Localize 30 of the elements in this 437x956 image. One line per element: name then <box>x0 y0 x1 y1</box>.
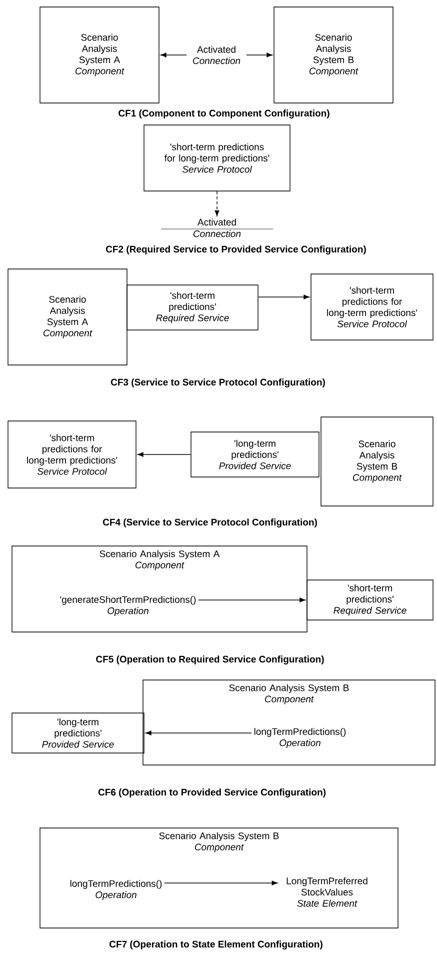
element-text: LongTermPreferred StockValues State Element <box>286 877 368 907</box>
component-box: 'short-term predictions for long-term predictions' Service Protocol <box>310 274 434 340</box>
arrow <box>198 598 306 602</box>
component-box: Scenario Analysis System A Component <box>40 6 160 104</box>
caption: CF7 (Operation to State Element Configuration) <box>110 940 322 950</box>
caption: CF5 (Operation to Required Service Configuration) <box>96 656 324 664</box>
connection-text: Activated Connection <box>160 218 274 238</box>
component-box: 'long-term predictions' Provided Service <box>190 432 320 478</box>
arrow <box>164 880 278 886</box>
component-box: 'short-term predictions for long-term predictions' Service Protocol <box>8 420 136 488</box>
component-box: 'long-term predictions' Provided Service <box>12 712 144 754</box>
element-text: 'generateShortTermPredictions() Operation <box>60 596 196 616</box>
component-box: Scenario Analysis System B Component <box>320 416 434 506</box>
caption: CF4 (Service to Service Protocol Configuration) <box>102 518 317 528</box>
component-box: 'short-term predictions' Required Service <box>306 580 434 620</box>
caption: CF6 (Operation to Provided Service Configuration) <box>98 788 326 798</box>
caption: CF3 (Service to Service Protocol Configuration) <box>110 378 325 388</box>
edge-label: Activated Connection <box>186 44 246 66</box>
arrow <box>258 294 310 300</box>
component-box: 'short-term predictions for long-term predictions' Service Protocol <box>144 124 290 192</box>
arrow <box>214 191 220 216</box>
caption: CF1 (Component to Component Configuration) <box>118 110 330 118</box>
arrow <box>138 452 191 457</box>
component-box: 'short-term predictions' Required Service <box>126 284 258 330</box>
element-text: longTermPredictions() Operation <box>70 880 162 900</box>
arrow <box>146 730 252 736</box>
caption: CF2 (Required Service to Provided Service Configuration) <box>106 246 366 254</box>
component-box: Scenario Analysis System B Component <box>274 6 394 104</box>
element-text: longTermPredictions() Operation <box>254 728 346 748</box>
component-box: Scenario Analysis System A Component <box>8 268 128 366</box>
